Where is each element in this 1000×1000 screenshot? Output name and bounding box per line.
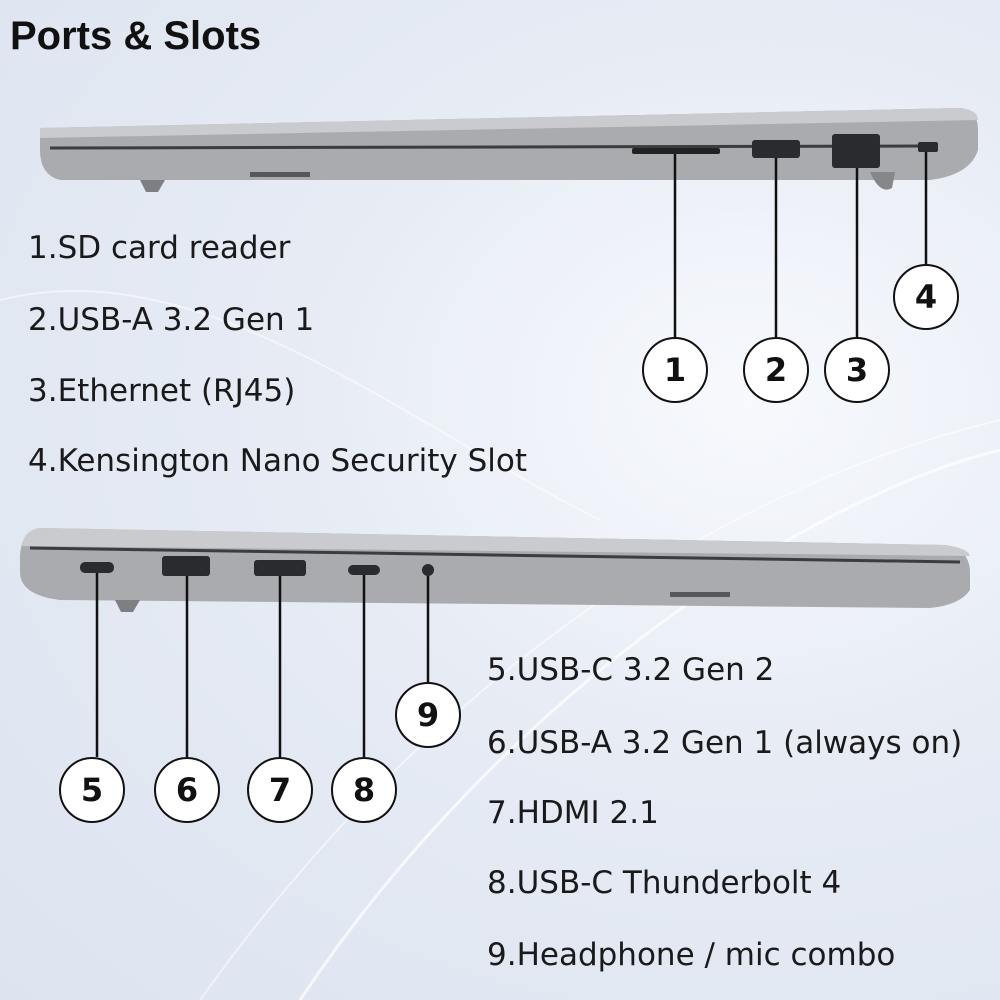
port-label: 7.HDMI 2.1: [487, 795, 659, 831]
port-label: 3.Ethernet (RJ45): [28, 373, 296, 409]
kensington-slot: [918, 142, 938, 152]
marker-5: 5: [59, 757, 125, 823]
marker-2: 2: [743, 337, 809, 403]
marker-7: 7: [247, 757, 313, 823]
ethernet-port: [832, 134, 880, 168]
port-label: 2.USB-A 3.2 Gen 1: [28, 302, 315, 338]
vent-grille: [250, 172, 310, 177]
page-title: Ports & Slots: [10, 14, 262, 58]
port-label: 8.USB-C Thunderbolt 4: [487, 865, 842, 901]
sd-card-slot: [632, 148, 720, 154]
port-label: 1.SD card reader: [28, 230, 291, 266]
marker-4: 4: [893, 264, 959, 330]
port-label: 6.USB-A 3.2 Gen 1 (always on): [487, 725, 963, 761]
hdmi-port: [254, 560, 306, 576]
usb-a-port-left: [162, 556, 210, 576]
marker-1: 1: [642, 337, 708, 403]
headphone-jack: [422, 564, 434, 576]
port-label: 9.Headphone / mic combo: [487, 937, 896, 973]
laptop-left-side: [20, 528, 970, 612]
marker-3: 3: [824, 337, 890, 403]
bottom-leader-lines: [95, 573, 430, 757]
port-label: 4.Kensington Nano Security Slot: [28, 443, 528, 479]
thunderbolt-port: [348, 565, 380, 575]
marker-8: 8: [331, 757, 397, 823]
marker-9: 9: [395, 682, 461, 748]
usb-c-port: [80, 562, 114, 573]
marker-6: 6: [154, 757, 220, 823]
top-leader-lines: [673, 152, 928, 337]
port-label: 5.USB-C 3.2 Gen 2: [487, 652, 775, 688]
laptop-right-side: [40, 108, 978, 192]
vent-grille: [670, 592, 730, 597]
usb-a-port-right: [752, 140, 800, 158]
